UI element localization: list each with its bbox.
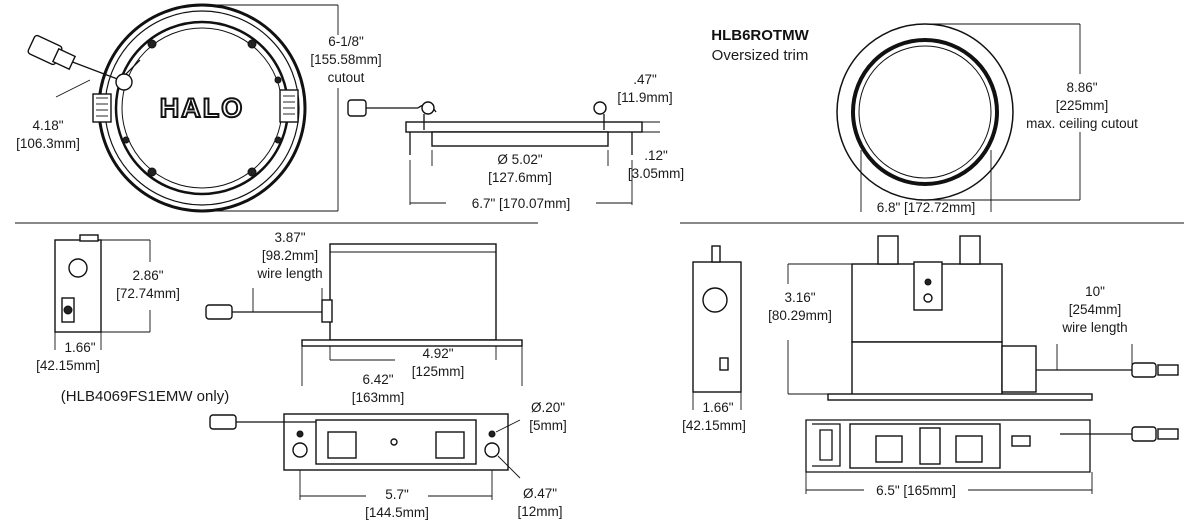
hole-dim-2: [12mm] xyxy=(517,504,562,519)
spacing-dim-2: [144.5mm] xyxy=(365,505,429,520)
model-note: (HLB4069FS1EMW only) xyxy=(61,388,229,405)
junction-box-b-bottom-view xyxy=(805,419,1179,473)
b-height-dim-1: 3.16" xyxy=(784,290,815,305)
b-length-dim: 6.5" [165mm] xyxy=(876,483,956,498)
cutout-dim-1: 6-1/8" xyxy=(328,34,364,49)
model-title: HLB6ROTMW xyxy=(711,27,809,44)
b-box-width-dim-2: [42.15mm] xyxy=(682,418,746,433)
mounting-plate-view xyxy=(209,413,509,471)
aperture-dim-1: Ø 5.02" xyxy=(497,152,543,167)
height-dim-1: .47" xyxy=(633,72,657,87)
wire-dim-2: [98.2mm] xyxy=(262,248,318,263)
cutout-dim-3: cutout xyxy=(328,70,365,85)
box-width-dim-1: 1.66" xyxy=(64,340,95,355)
box-height-dim-2: [72.74mm] xyxy=(116,286,180,301)
plate-dim-2: [163mm] xyxy=(352,390,405,405)
max-cutout-dim-3: max. ceiling cutout xyxy=(1026,116,1138,131)
aperture-dim-2: [127.6mm] xyxy=(488,170,552,185)
max-cutout-dim-2: [225mm] xyxy=(1056,98,1109,113)
downlight-front-view: HALO xyxy=(27,3,307,213)
spacing-dim-1: 5.7" xyxy=(385,487,409,502)
junction-box-end-view xyxy=(54,234,102,333)
hole-dim-1: Ø.47" xyxy=(523,486,557,501)
flange-dim-1: .12" xyxy=(644,148,668,163)
height-dim-2: [11.9mm] xyxy=(617,90,672,105)
oversized-trim-view xyxy=(836,23,1014,201)
body-dim-1: 4.92" xyxy=(422,346,453,361)
junction-box-b-end-view xyxy=(692,245,742,393)
box-height-dim-1: 2.86" xyxy=(132,268,163,283)
b-box-width-dim-1: 1.66" xyxy=(702,400,733,415)
halo-logo: HALO xyxy=(160,93,245,123)
wire-dim-1: 3.87" xyxy=(274,230,305,245)
box-width-dim-2: [42.15mm] xyxy=(36,358,100,373)
plate-dim-1: 6.42" xyxy=(362,372,393,387)
wire-dim-3: wire length xyxy=(256,266,322,281)
b-wire-dim-1: 10" xyxy=(1085,284,1105,299)
depth-dim-2: [106.3mm] xyxy=(16,136,80,151)
width-dim: 6.7" [170.07mm] xyxy=(472,196,571,211)
max-cutout-dim-1: 8.86" xyxy=(1066,80,1097,95)
junction-box-b-side-view xyxy=(827,235,1179,401)
slot-dim-1: Ø.20" xyxy=(531,400,565,415)
b-wire-dim-3: wire length xyxy=(1061,320,1127,335)
b-wire-dim-2: [254mm] xyxy=(1069,302,1122,317)
junction-box-side-view xyxy=(205,243,523,347)
cutout-dim-2: [155.58mm] xyxy=(310,52,381,67)
flange-dim-2: [3.05mm] xyxy=(628,166,684,181)
b-height-dim-2: [80.29mm] xyxy=(768,308,832,323)
model-subtitle: Oversized trim xyxy=(712,47,809,64)
slot-dim-2: [5mm] xyxy=(529,418,567,433)
trim-diameter-dim: 6.8" [172.72mm] xyxy=(877,200,976,215)
body-dim-2: [125mm] xyxy=(412,364,465,379)
depth-dim-1: 4.18" xyxy=(32,118,63,133)
downlight-side-view xyxy=(347,99,643,155)
